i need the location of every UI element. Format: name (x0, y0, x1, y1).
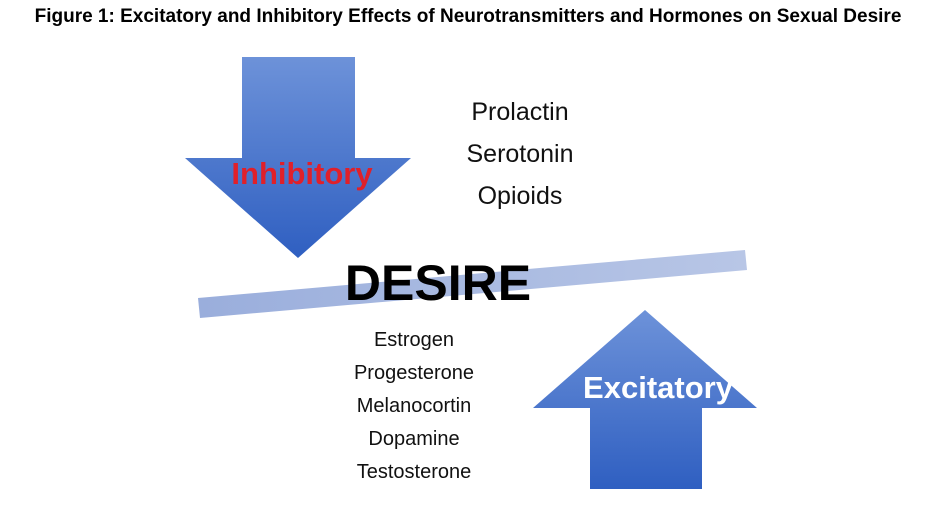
excitatory-item: Progesterone (353, 362, 475, 384)
inhibitory-item: Prolactin (471, 98, 569, 126)
excitatory-item: Testosterone (356, 461, 472, 483)
inhibitory-item: Serotonin (466, 140, 574, 168)
excitatory-list: Estrogen Progesterone Melanocortin Dopam… (354, 324, 474, 489)
excitatory-item: Melanocortin (356, 395, 472, 417)
excitatory-label: Excitatory (583, 370, 733, 405)
inhibitory-arrow (185, 57, 411, 258)
excitatory-item: Estrogen (373, 329, 455, 351)
desire-label: DESIRE (344, 255, 532, 311)
excitatory-item: Dopamine (368, 428, 460, 450)
balance-beam (198, 250, 747, 318)
excitatory-arrow (533, 310, 757, 489)
figure-title: Figure 1: Excitatory and Inhibitory Effe… (34, 6, 902, 27)
inhibitory-label: Inhibitory (231, 156, 373, 191)
inhibitory-list: Prolactin Serotonin Opioids (466, 91, 573, 217)
inhibitory-item: Opioids (477, 182, 563, 210)
